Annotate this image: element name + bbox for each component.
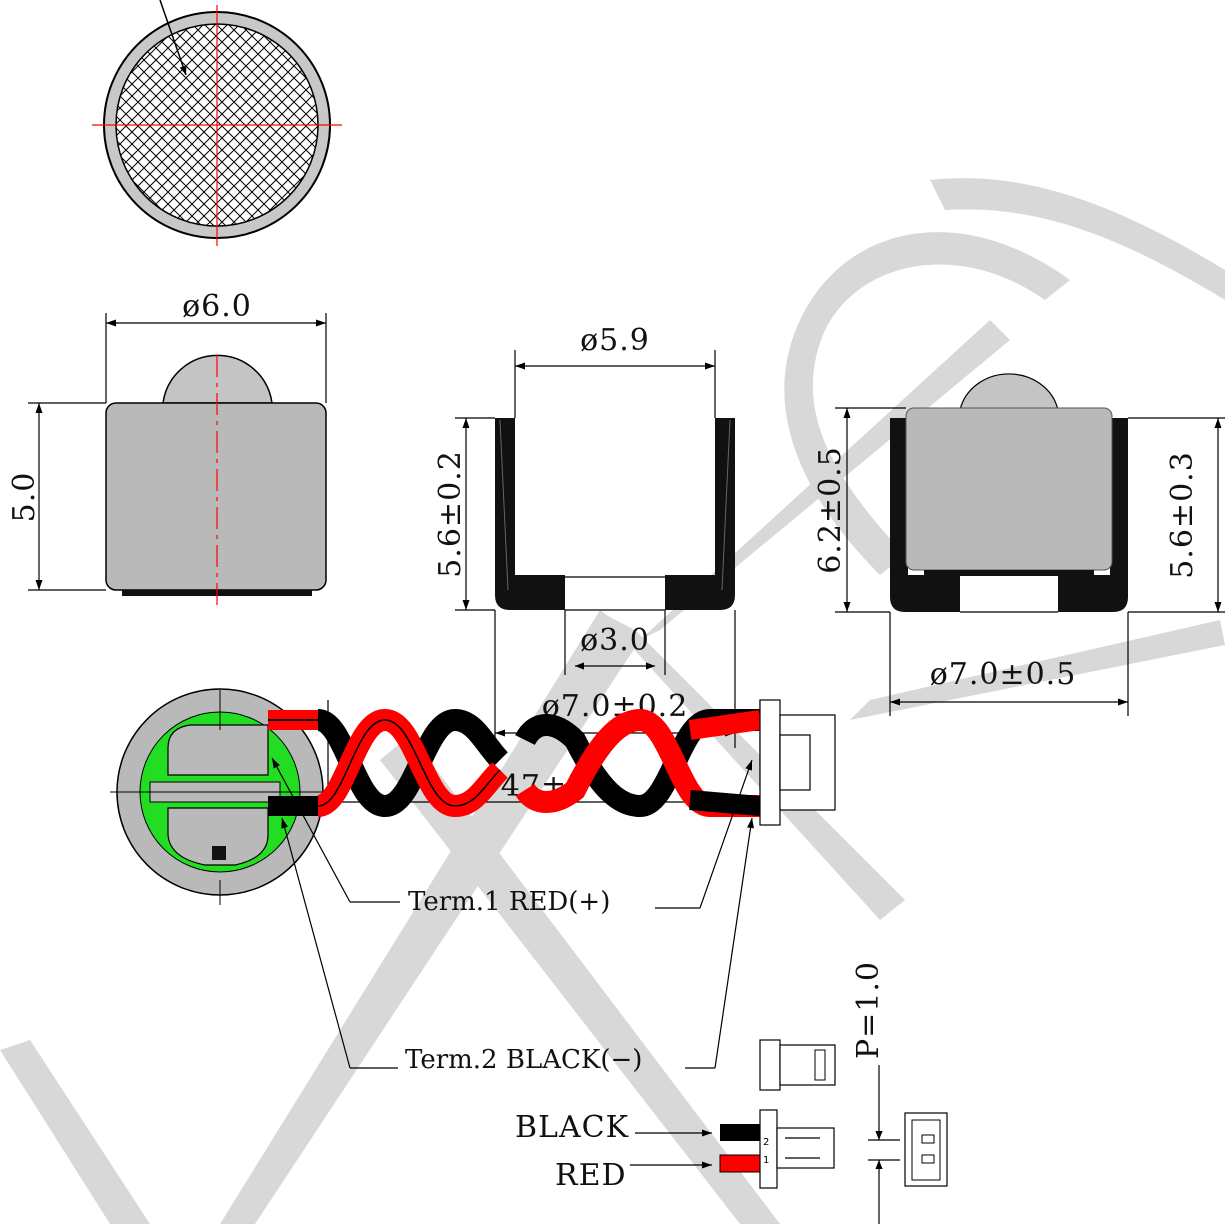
dim-diameter-body: ø6.0: [182, 289, 252, 324]
dim-hole-diameter: ø3.0: [580, 623, 650, 658]
dim-pitch: P=1.0: [851, 961, 886, 1059]
pin1-label: 1: [763, 1155, 769, 1166]
rear-view: [110, 688, 330, 905]
term1-label: Term.1 RED(+): [408, 887, 610, 917]
assembly-section: 6.2±0.5 5.6±0.3 ø7.0±0.5: [813, 373, 1225, 716]
side-view-capsule: ø6.0 5.0: [7, 289, 327, 605]
terminal-labels: Term.1 RED(+) Term.2 BLACK(−): [271, 757, 754, 1075]
pitch-dimension: P=1.0: [851, 961, 900, 1224]
dim-assembly-height: 6.2±0.5: [813, 446, 848, 574]
black-label: BLACK: [515, 1110, 629, 1145]
pin2-label: 2: [763, 1137, 769, 1148]
connector-wiring: BLACK RED 2 1: [515, 1109, 835, 1193]
term2-label: Term.2 BLACK(−): [405, 1045, 642, 1075]
top-view: [92, 0, 342, 246]
dim-height-body: 5.0: [7, 472, 42, 523]
red-label: RED: [555, 1158, 627, 1193]
connector-front: [904, 1112, 948, 1187]
dim-inner-diameter: ø5.9: [580, 323, 650, 358]
leader-arrow: [159, 0, 187, 76]
dim-holder-height: 5.6±0.2: [433, 450, 468, 578]
connector-side: [759, 699, 836, 1091]
dim-assembly-outer: ø7.0±0.5: [930, 657, 1077, 692]
twisted-wires: [268, 708, 762, 818]
watermark: [0, 178, 1225, 1224]
dim-assembly-holder-height: 5.6±0.3: [1165, 451, 1200, 579]
